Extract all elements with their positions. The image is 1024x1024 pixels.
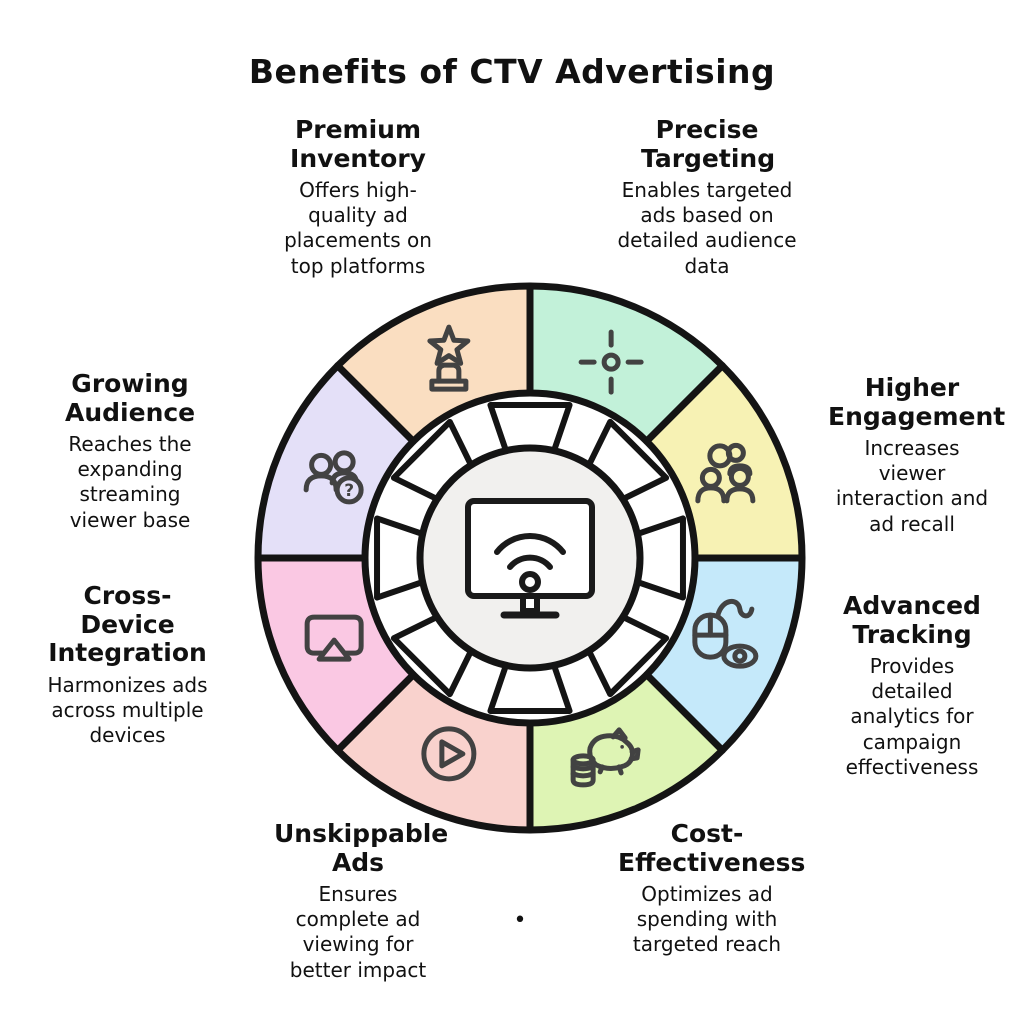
wheel-diagram: ? [230, 258, 830, 858]
benefit-description: Reaches the expanding streaming viewer b… [68, 432, 192, 532]
benefit-unskippable-ads: Unskippable Ads Ensures complete ad view… [248, 819, 468, 983]
segment-higher-engagement [643, 362, 806, 562]
benefit-description: Enables targeted ads based on detailed a… [617, 178, 797, 278]
audience-question-icon: ? [303, 450, 364, 505]
benefit-description: Optimizes ad spending with targeted reac… [632, 882, 782, 957]
benefit-cross-device-integration: Cross-Device Integration Harmonizes ads … [15, 581, 240, 748]
benefit-cost-effectiveness: Cost-Effectiveness Optimizes ad spending… [597, 819, 817, 958]
benefit-description: Offers high-quality ad placements on top… [284, 178, 432, 278]
benefit-label: Premium Inventory [290, 115, 426, 173]
play-circle-icon [421, 726, 477, 782]
segment-premium-inventory [334, 282, 534, 445]
benefit-precise-targeting: Precise Targeting Enables targeted ads b… [587, 115, 827, 279]
benefit-label: Growing Audience [65, 369, 196, 427]
stray-dot: • [513, 908, 527, 933]
segment-unskippable-ads [334, 671, 534, 834]
crosshair-icon [578, 329, 644, 395]
benefit-label: Cost-Effectiveness [618, 819, 806, 877]
benefit-description: Ensures complete ad viewing for better i… [289, 882, 427, 982]
benefit-description: Harmonizes ads across multiple devices [47, 672, 208, 747]
benefit-label: Higher Engagement [828, 373, 1006, 431]
svg-text:?: ? [344, 481, 354, 501]
benefit-label: Precise Targeting [641, 115, 776, 173]
benefit-advanced-tracking: Advanced Tracking Provides detailed anal… [802, 591, 1022, 780]
benefit-label: Advanced Tracking [843, 591, 981, 649]
trophy-star-icon [427, 324, 471, 392]
page-title: Benefits of CTV Advertising [248, 52, 776, 91]
airplay-icon [304, 614, 364, 662]
benefit-description: Increases viewer interaction and ad reca… [835, 436, 989, 536]
segment-cost-effectiveness [526, 671, 726, 834]
benefit-description: Provides detailed analytics for campaign… [845, 654, 979, 779]
benefit-higher-engagement: Higher Engagement Increases viewer inter… [802, 373, 1022, 537]
engagement-people-icon [695, 442, 756, 504]
benefit-label: Cross-Device Integration [48, 581, 207, 667]
benefit-growing-audience: Growing Audience Reaches the expanding s… [20, 369, 240, 533]
benefit-label: Unskippable Ads [274, 819, 449, 877]
mouse-eye-icon [692, 599, 759, 669]
segment-cross-device-integration [254, 554, 417, 754]
ctv-monitor-icon [465, 498, 595, 619]
benefit-premium-inventory: Premium Inventory Offers high-quality ad… [243, 115, 473, 279]
piggy-bank-icon [570, 727, 641, 788]
wheel-svg: ? [254, 282, 806, 834]
